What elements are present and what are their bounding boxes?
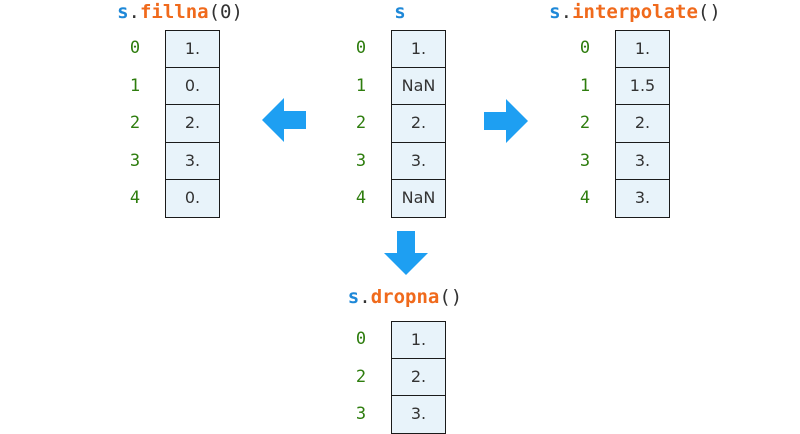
value-cell: 2.: [615, 105, 670, 143]
value-cell: 2.: [391, 105, 446, 143]
interpolate-title-method: interpolate: [572, 1, 698, 23]
value-cell: 2.: [165, 105, 220, 143]
value-cell: 1.: [391, 30, 446, 68]
value-cell: 1.: [391, 321, 446, 359]
index-label: 1: [129, 75, 141, 96]
interpolate-title-object: s: [549, 1, 561, 23]
series-row: 3 3.: [570, 142, 670, 180]
interpolate-title-dot: .: [560, 1, 573, 23]
index-label: 3: [355, 150, 367, 171]
index-label: 0: [355, 329, 367, 349]
value-cell: NaN: [391, 67, 446, 105]
fillna-title-dot: .: [128, 1, 140, 23]
series-row: 3 3.: [346, 396, 446, 434]
index-label: 4: [129, 188, 141, 208]
series-row: 2 2.: [346, 358, 446, 396]
series-row: 4 0.: [120, 180, 220, 218]
index-label: 2: [355, 113, 367, 133]
arrow-down-icon: [384, 231, 428, 275]
index-label: 2: [579, 113, 591, 133]
value-cell: 3.: [391, 142, 446, 180]
index-label: 2: [129, 113, 141, 133]
series-row: 2 2.: [346, 105, 446, 143]
fillna-series: 0 1. 1 0. 2 2. 3 3. 4 0.: [120, 30, 220, 218]
fillna-title-object: s: [117, 1, 129, 23]
dropna-title-dot: .: [359, 286, 371, 308]
index-label: 2: [355, 366, 367, 387]
series-row: 0 1.: [570, 30, 670, 68]
index-label: 4: [579, 188, 591, 208]
fillna-title-method: fillna: [139, 1, 209, 23]
dropna-title-method: dropna: [370, 286, 440, 308]
value-cell: 0.: [165, 180, 220, 218]
series-row: 4 NaN: [346, 180, 446, 218]
series-row: 0 1.: [346, 321, 446, 359]
index-label: 3: [355, 404, 367, 424]
value-cell: 1.: [615, 30, 670, 68]
series-row: 0 1.: [120, 30, 220, 68]
dropna-title-args: (): [439, 286, 463, 308]
index-label: 4: [355, 188, 367, 208]
fillna-title: s.fillna(0): [100, 0, 260, 24]
dropna-title: s.dropna(): [330, 285, 480, 309]
index-label: 0: [129, 38, 141, 58]
value-cell: 3.: [391, 396, 446, 434]
series-row: 2 2.: [570, 105, 670, 143]
index-label: 3: [579, 150, 591, 171]
value-cell: 2.: [391, 358, 446, 396]
value-cell: 1.: [165, 30, 220, 68]
arrow-right-icon: [484, 99, 528, 143]
series-s-title: s: [340, 0, 460, 24]
series-row: 1 NaN: [346, 67, 446, 105]
series-row: 2 2.: [120, 105, 220, 143]
dropna-title-object: s: [347, 286, 360, 308]
value-cell: 0.: [165, 67, 220, 105]
value-cell: 1.5: [615, 67, 670, 105]
index-label: 3: [129, 150, 141, 171]
value-cell: 3.: [165, 142, 220, 180]
series-row: 1 0.: [120, 67, 220, 105]
series-row: 4 3.: [570, 180, 670, 218]
arrow-left-icon: [262, 98, 306, 142]
value-cell: 3.: [615, 180, 670, 218]
value-cell: NaN: [391, 180, 446, 218]
index-label: 0: [355, 38, 367, 58]
series-row: 0 1.: [346, 30, 446, 68]
index-label: 1: [579, 75, 591, 96]
interpolate-title-args: (): [697, 1, 721, 23]
series-row: 3 3.: [346, 142, 446, 180]
fillna-title-args: (0): [208, 1, 243, 23]
interpolate-title: s.interpolate(): [520, 0, 750, 24]
series-s-title-object: s: [394, 1, 406, 23]
series-row: 3 3.: [120, 142, 220, 180]
index-label: 0: [579, 38, 591, 58]
index-label: 1: [355, 75, 367, 96]
value-cell: 3.: [615, 142, 670, 180]
dropna-series: 0 1. 2 2. 3 3.: [346, 321, 446, 434]
